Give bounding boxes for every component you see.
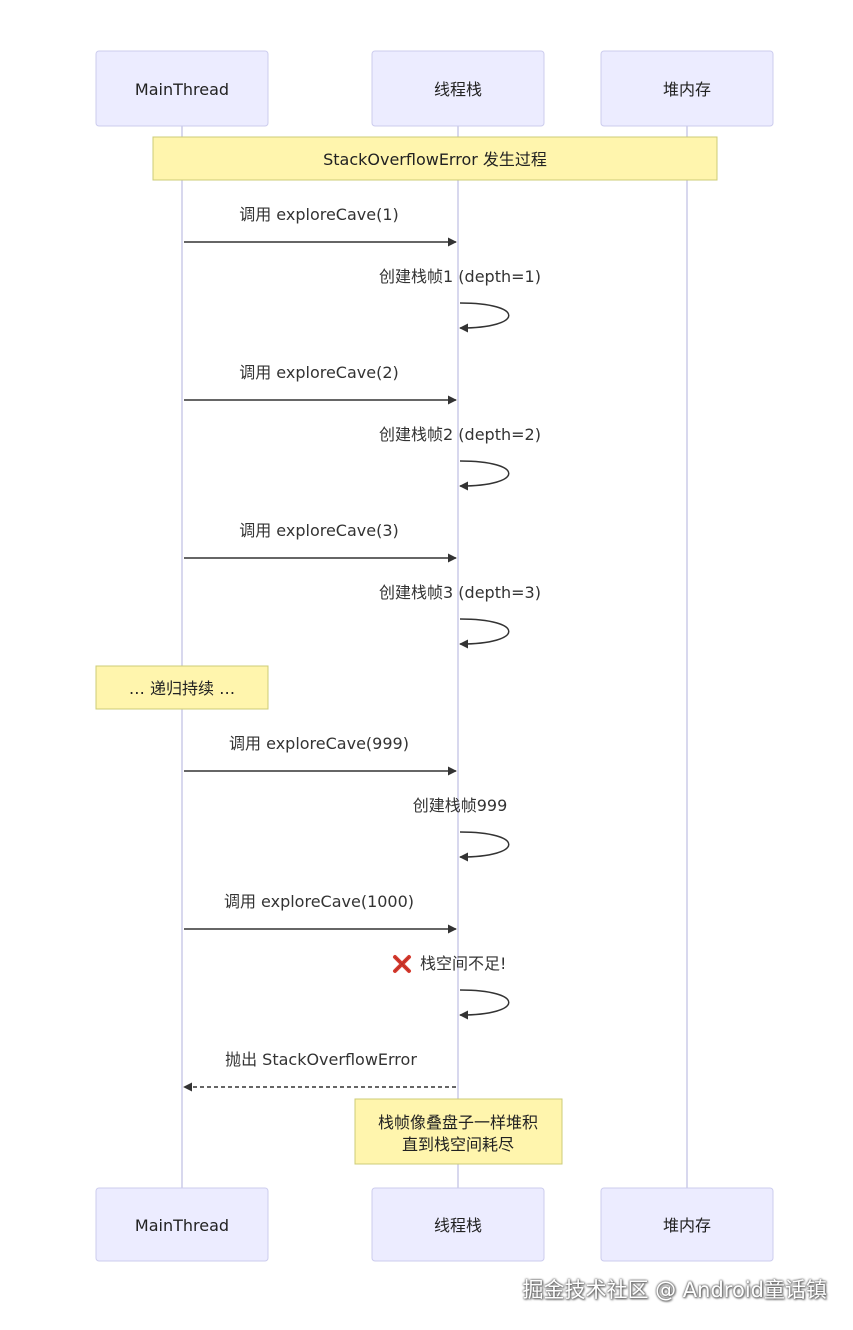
message-label: 调用 exploreCave(3) <box>239 521 399 540</box>
self-loop-arrow <box>459 989 510 1020</box>
participant-top-main: MainThread <box>95 50 269 127</box>
participant-label: 线程栈 <box>434 1216 482 1235</box>
note-text-line-2: 直到栈空间耗尽 <box>402 1135 514 1154</box>
message-call-1: 调用 exploreCave(1) <box>184 205 457 247</box>
watermark-text: 掘金技术社区 @ Android童话镇 <box>522 1278 827 1302</box>
note-text-line-1: 栈帧像叠盘子一样堆积 <box>378 1113 538 1132</box>
self-loop-arrow <box>459 831 510 862</box>
message-label: 抛出 StackOverflowError <box>225 1050 417 1069</box>
note-title: StackOverflowError 发生过程 <box>152 136 718 181</box>
message-self-1: 创建栈帧1 (depth=1) <box>379 267 541 333</box>
message-call-999: 调用 exploreCave(999) <box>184 734 457 776</box>
message-label: 创建栈帧1 (depth=1) <box>379 267 541 286</box>
message-label: 调用 exploreCave(999) <box>229 734 409 753</box>
message-self-999: 创建栈帧999 <box>413 796 510 862</box>
participant-bottom-stack: 线程栈 <box>371 1187 545 1262</box>
self-loop-arrow <box>459 460 510 491</box>
self-loop-arrow <box>459 302 510 333</box>
cross-mark-icon <box>393 955 411 973</box>
message-call-3: 调用 exploreCave(3) <box>184 521 457 563</box>
participant-label: 堆内存 <box>663 1216 711 1235</box>
participant-label: 线程栈 <box>434 80 482 99</box>
message-call-1000: 调用 exploreCave(1000) <box>184 892 457 934</box>
message-label: 调用 exploreCave(1) <box>239 205 399 224</box>
participant-label: 堆内存 <box>663 80 711 99</box>
message-self-overflow: 栈空间不足! <box>393 954 510 1020</box>
message-self-2: 创建栈帧2 (depth=2) <box>379 425 541 491</box>
participant-bottom-heap: 堆内存 <box>600 1187 774 1262</box>
message-label: 调用 exploreCave(1000) <box>224 892 414 911</box>
message-label: 调用 exploreCave(2) <box>239 363 399 382</box>
self-loop-arrow <box>459 618 510 649</box>
message-label: 栈空间不足! <box>420 954 506 973</box>
message-label: 创建栈帧3 (depth=3) <box>379 583 541 602</box>
message-label: 创建栈帧999 <box>413 796 508 815</box>
note-explanation: 栈帧像叠盘子一样堆积 直到栈空间耗尽 <box>354 1098 563 1165</box>
note-text: … 递归持续 … <box>129 679 235 698</box>
message-label: 创建栈帧2 (depth=2) <box>379 425 541 444</box>
participant-label: MainThread <box>135 80 229 99</box>
participant-label: MainThread <box>135 1216 229 1235</box>
participant-bottom-main: MainThread <box>95 1187 269 1262</box>
note-recursion: … 递归持续 … <box>95 665 269 710</box>
participant-top-heap: 堆内存 <box>600 50 774 127</box>
participant-top-stack: 线程栈 <box>371 50 545 127</box>
message-return-error: 抛出 StackOverflowError <box>183 1050 456 1092</box>
message-call-2: 调用 exploreCave(2) <box>184 363 457 405</box>
message-self-3: 创建栈帧3 (depth=3) <box>379 583 541 649</box>
note-text: StackOverflowError 发生过程 <box>323 150 547 169</box>
